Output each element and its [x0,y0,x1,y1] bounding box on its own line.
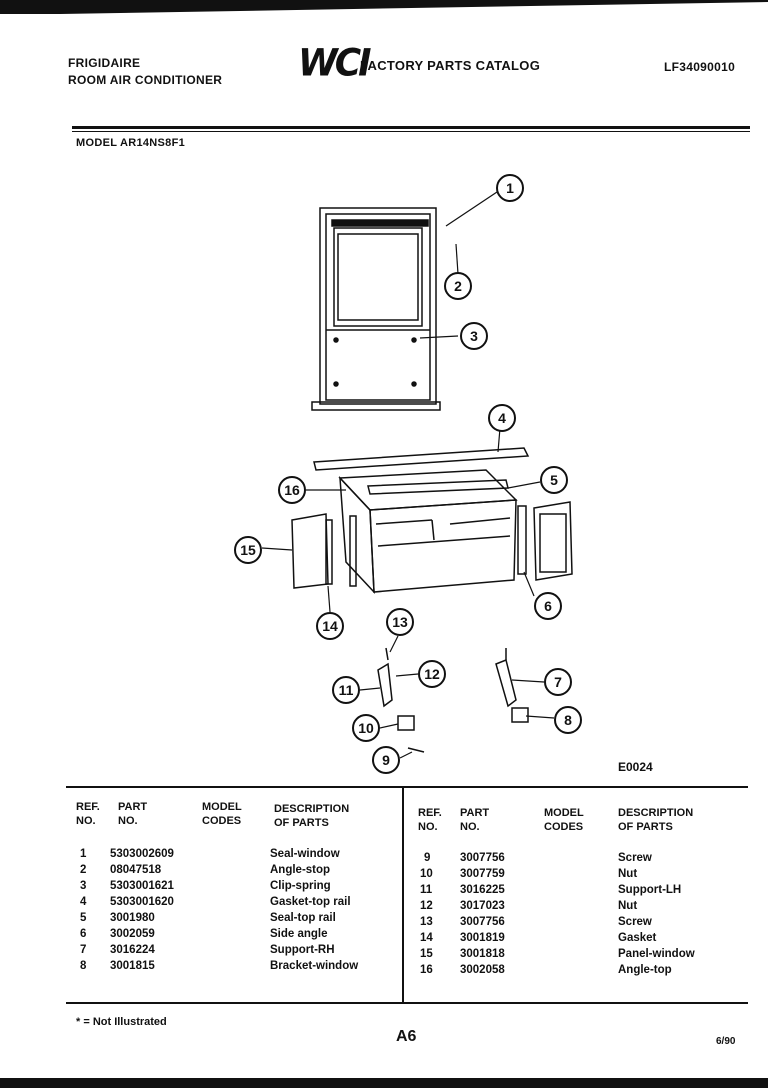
table-bottom-rule [66,1002,748,1004]
callout-3: 3 [460,322,488,350]
page-number: A6 [396,1028,417,1045]
revision-date: 6/90 [716,1036,736,1047]
callout-15: 15 [234,536,262,564]
callout-16: 16 [278,476,306,504]
callout-14: 14 [316,612,344,640]
col-header-model-right: MODEL CODES [544,807,584,833]
catalog-number: LF34090010 [664,60,736,74]
model-number: MODEL AR14NS8F1 [76,137,186,149]
header-rule-thin [72,131,750,132]
diagram-code: E0024 [618,760,653,774]
header-rule [72,126,750,129]
callout-6: 6 [534,592,562,620]
col-header-part-left: PART NO. [118,801,148,827]
callout-13: 13 [386,608,414,636]
wci-logo: WCI [298,41,372,85]
callout-8: 8 [554,706,582,734]
col-header-ref-left: REF. NO. [76,801,100,827]
callout-5: 5 [540,466,568,494]
callout-11: 11 [332,676,360,704]
callout-12: 12 [418,660,446,688]
scan-bottom-bar [0,1078,768,1088]
callout-2: 2 [444,272,472,300]
table-divider [402,788,404,1004]
footnote: * = Not Illustrated [76,1016,167,1028]
callout-7: 7 [544,668,572,696]
callout-1: 1 [496,174,524,202]
col-header-ref-right: REF. NO. [418,807,442,833]
brand-name: FRIGIDAIRE [68,56,141,70]
col-header-desc-right: DESCRIPTION OF PARTS [618,807,694,833]
exploded-parts-diagram [261,191,573,759]
product-name: ROOM AIR CONDITIONER [68,73,223,87]
col-header-part-right: PART NO. [460,807,490,833]
callout-4: 4 [488,404,516,432]
scan-edge-bar [0,0,768,14]
col-header-desc-left: DESCRIPTION OF PARTS [274,803,350,829]
table-top-rule [66,786,748,788]
callout-9: 9 [372,746,400,774]
col-header-model-left: MODEL CODES [202,801,242,827]
callout-10: 10 [352,714,380,742]
catalog-title: FACTORY PARTS CATALOG [360,58,541,73]
